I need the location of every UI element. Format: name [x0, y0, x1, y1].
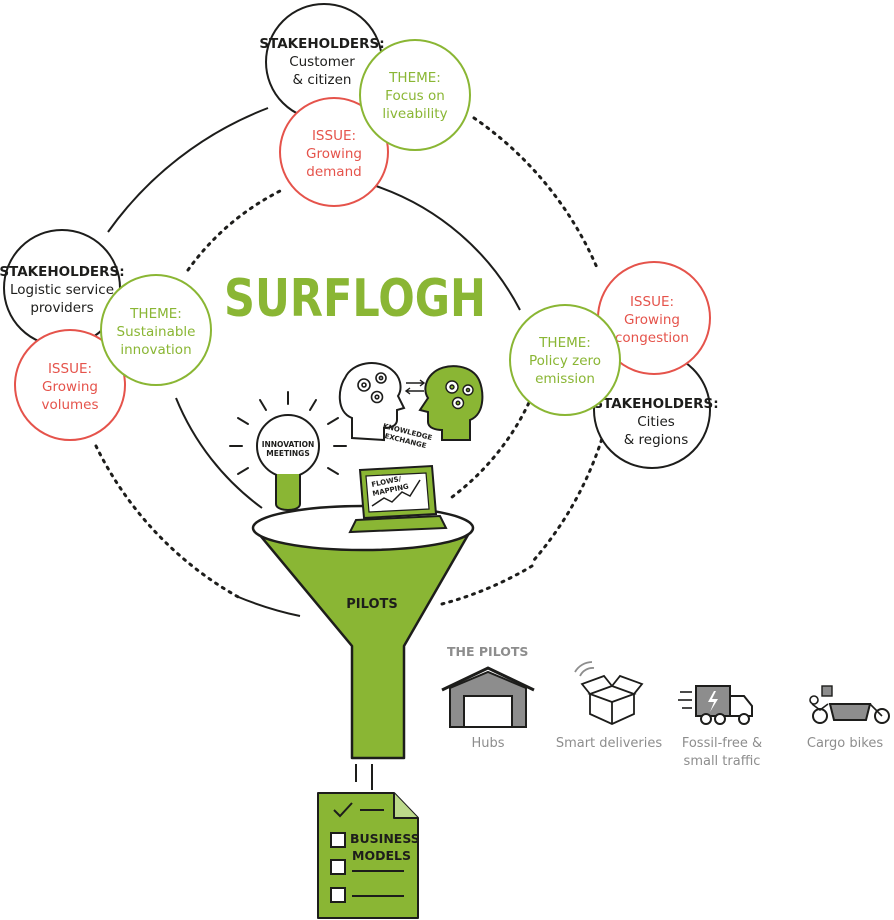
- pilot-label-smart: Smart deliveries: [556, 736, 663, 751]
- business-models-line1: BUSINESS: [350, 831, 420, 846]
- issue-line2-congestion: congestion: [615, 330, 689, 346]
- laptop-display-icon: [365, 472, 430, 513]
- innovation-label-line2: MEETINGS: [266, 449, 309, 458]
- outer-ring-arc-bottom-right: [440, 564, 534, 606]
- document-icon: [317, 792, 419, 919]
- stakeholder-line1-logistic: Logistic service: [10, 282, 114, 298]
- innovation-meetings-graphic: INNOVATION MEETINGS: [229, 391, 347, 511]
- inner-ring-arc-left-dotted: [186, 188, 284, 272]
- inner-ring-arc-lower-left: [175, 397, 263, 509]
- theme-label-policy: THEME:: [538, 335, 591, 351]
- bulb-base-icon: [275, 474, 301, 511]
- outer-ring-arc-top-left: [107, 107, 269, 233]
- theme-line2-sustainable: innovation: [120, 342, 191, 358]
- stakeholder-line1-customer: Customer: [289, 54, 355, 70]
- gears-outline-icon: [357, 372, 387, 404]
- pilot-label-cargo: Cargo bikes: [807, 736, 883, 751]
- checkbox-icon: [330, 887, 346, 903]
- knowledge-exchange-graphic: KNOWLEDGE EXCHANGE: [338, 362, 484, 450]
- funnel-body: [252, 526, 474, 760]
- issue-line1-congestion: Growing: [624, 312, 680, 328]
- issue-circle-volumes: [14, 329, 126, 441]
- issue-line1-volumes: Growing: [42, 379, 98, 395]
- checkbox-icon: [330, 832, 346, 848]
- smart-delivery-box-icon: [574, 661, 644, 725]
- funnel-to-business-connector: [355, 764, 373, 790]
- issue-circle-demand: [279, 97, 389, 207]
- pilot-label-fossil-line2: small traffic: [684, 754, 761, 769]
- hub-building-icon: [441, 666, 535, 728]
- issue-label-congestion: ISSUE:: [630, 294, 674, 310]
- electric-truck-icon: [678, 685, 753, 725]
- business-models-document: BUSINESS MODELS: [317, 792, 420, 919]
- head-outline-icon: [338, 362, 406, 442]
- cities-cluster: STAKEHOLDERS: Cities & regions ISSUE: Gr…: [509, 261, 719, 469]
- stakeholder-line2-logistic: providers: [30, 300, 93, 316]
- diagram-title: SURFLOGH: [224, 269, 486, 329]
- gears-white-icon: [445, 380, 474, 410]
- stakeholder-line1-cities: Cities: [637, 414, 675, 430]
- inner-ring: [175, 185, 534, 509]
- outer-ring: [94, 107, 606, 617]
- logistic-cluster: STAKEHOLDERS: Logistic service providers…: [0, 229, 212, 441]
- customer-cluster: STAKEHOLDERS: Customer & citizen ISSUE: …: [259, 3, 471, 207]
- head-green-icon: [418, 365, 484, 441]
- innovation-label-line1: INNOVATION: [262, 440, 315, 449]
- pilots-heading: THE PILOTS: [447, 644, 528, 659]
- theme-circle-liveability: [359, 39, 471, 151]
- theme-label-sustainable: THEME:: [129, 306, 182, 322]
- pilots-funnel: PILOTS: [251, 504, 475, 760]
- bulb-rays-icon: [229, 391, 347, 475]
- stakeholder-label-cities: STAKEHOLDERS:: [593, 396, 718, 412]
- checkmark-icon: [333, 802, 353, 818]
- stakeholder-label-logistic: STAKEHOLDERS:: [0, 264, 125, 280]
- issue-label-demand: ISSUE:: [312, 128, 356, 144]
- stakeholder-line2-customer: & citizen: [293, 72, 352, 88]
- theme-line2-liveability: liveability: [382, 106, 447, 122]
- issue-line2-volumes: volumes: [41, 397, 98, 413]
- issue-line2-demand: demand: [306, 164, 361, 180]
- document-fold-icon: [393, 793, 418, 819]
- exchange-arrows-icon: [404, 379, 426, 395]
- laptop-base-icon: [348, 514, 448, 534]
- pilot-label-fossil-line1: Fossil-free &: [682, 736, 762, 751]
- theme-line1-policy: Policy zero: [529, 353, 601, 369]
- outer-ring-arc-left: [94, 444, 242, 600]
- checkbox-icon: [330, 859, 346, 875]
- pilots-section: THE PILOTS Hubs Smart deliveries: [441, 644, 890, 769]
- outer-ring-arc-right: [532, 430, 606, 562]
- flows-mapping-laptop: FLOWS/ MAPPING: [348, 464, 448, 534]
- chart-line-icon: [371, 479, 421, 507]
- theme-label-liveability: THEME:: [388, 70, 441, 86]
- business-models-line2: MODELS: [352, 848, 411, 863]
- funnel-label: PILOTS: [346, 597, 397, 612]
- stakeholder-label-customer: STAKEHOLDERS:: [259, 36, 384, 52]
- theme-line1-liveability: Focus on: [385, 88, 445, 104]
- outer-ring-arc-top-right: [472, 116, 600, 272]
- theme-circle-sustainable: [100, 274, 212, 386]
- theme-line1-sustainable: Sustainable: [117, 324, 196, 340]
- pilot-label-hubs: Hubs: [471, 736, 504, 751]
- issue-label-volumes: ISSUE:: [48, 361, 92, 377]
- theme-circle-policy: [509, 304, 621, 416]
- inner-ring-arc-lower-right-dotted: [446, 394, 534, 502]
- outer-ring-arc-bottom-left: [235, 595, 301, 617]
- theme-line2-policy: emission: [535, 371, 595, 387]
- issue-line1-demand: Growing: [306, 146, 362, 162]
- inner-ring-arc-right: [375, 185, 521, 311]
- stakeholder-line2-cities: & regions: [624, 432, 689, 448]
- cargo-bike-icon: [809, 685, 890, 724]
